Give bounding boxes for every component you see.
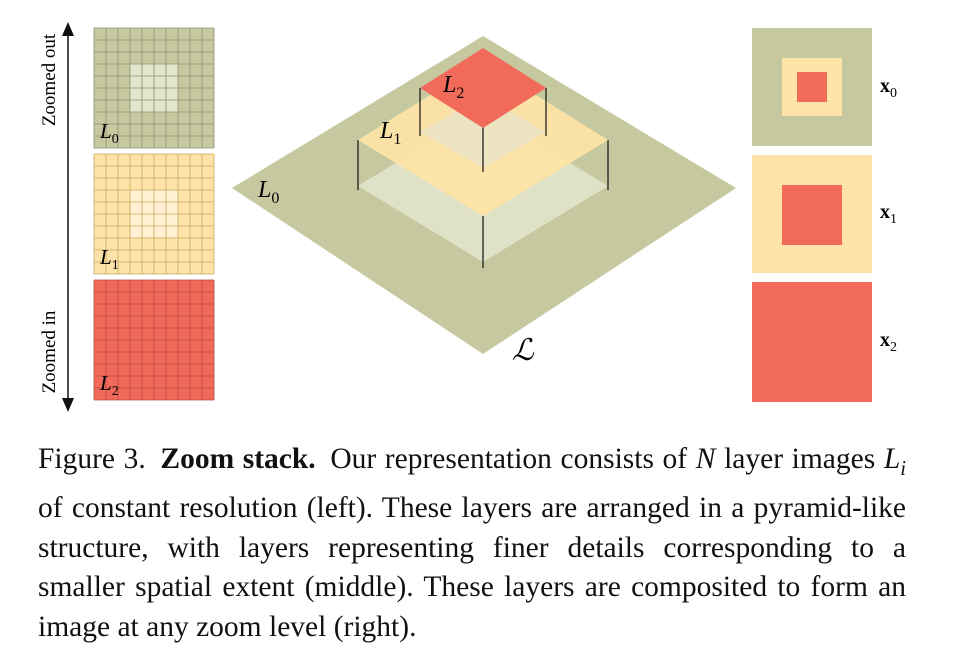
pyramid: L0 L1 L2 ℒ <box>232 36 736 367</box>
zoom-axis-arrowhead-bottom <box>62 398 74 412</box>
output-images: x0 x1 x2 <box>752 28 897 402</box>
pyramid-label-l1: L1 <box>379 118 401 148</box>
output-label-x1: x1 <box>880 201 897 227</box>
zoom-axis-bottom-label: Zoomed in <box>39 310 60 393</box>
output-x1-inner <box>782 185 842 245</box>
caption-text-pre: Our representation consists of <box>330 443 696 475</box>
zoom-axis: Zoomed out Zoomed in <box>39 22 74 412</box>
pyramid-base-label: ℒ <box>512 334 535 367</box>
pyramid-label-l2: L2 <box>442 72 464 102</box>
pyramid-level2-plane <box>420 48 546 128</box>
caption-text-mid: layer images <box>715 443 884 475</box>
layer-grid-1: L1 <box>93 153 215 275</box>
zoom-axis-top-label: Zoomed out <box>39 33 60 126</box>
caption-var-l-sub: i <box>900 457 906 480</box>
layer-grid-2: L2 <box>93 279 215 401</box>
figure-caption: Figure 3. Zoom stack. Our representation… <box>38 440 906 647</box>
caption-text-post: of constant resolution (left). These lay… <box>38 492 906 643</box>
caption-var-l: L <box>883 443 901 475</box>
output-x0-inner <box>797 72 827 102</box>
output-label-x2: x2 <box>880 329 897 355</box>
layer-grid-0: L0 <box>93 27 215 149</box>
caption-var-n: N <box>695 443 716 475</box>
pyramid-label-l0: L0 <box>257 177 279 207</box>
output-x2 <box>752 282 872 402</box>
caption-figure-label: Figure 3. <box>38 443 146 475</box>
zoom-axis-arrowhead-top <box>62 22 74 36</box>
output-label-x0: x0 <box>880 75 897 101</box>
layer-grid-label: L1 <box>99 245 119 273</box>
caption-title: Zoom stack. <box>160 443 316 475</box>
layer-grid-label: L0 <box>99 119 119 147</box>
layer-grid-label: L2 <box>99 371 119 399</box>
